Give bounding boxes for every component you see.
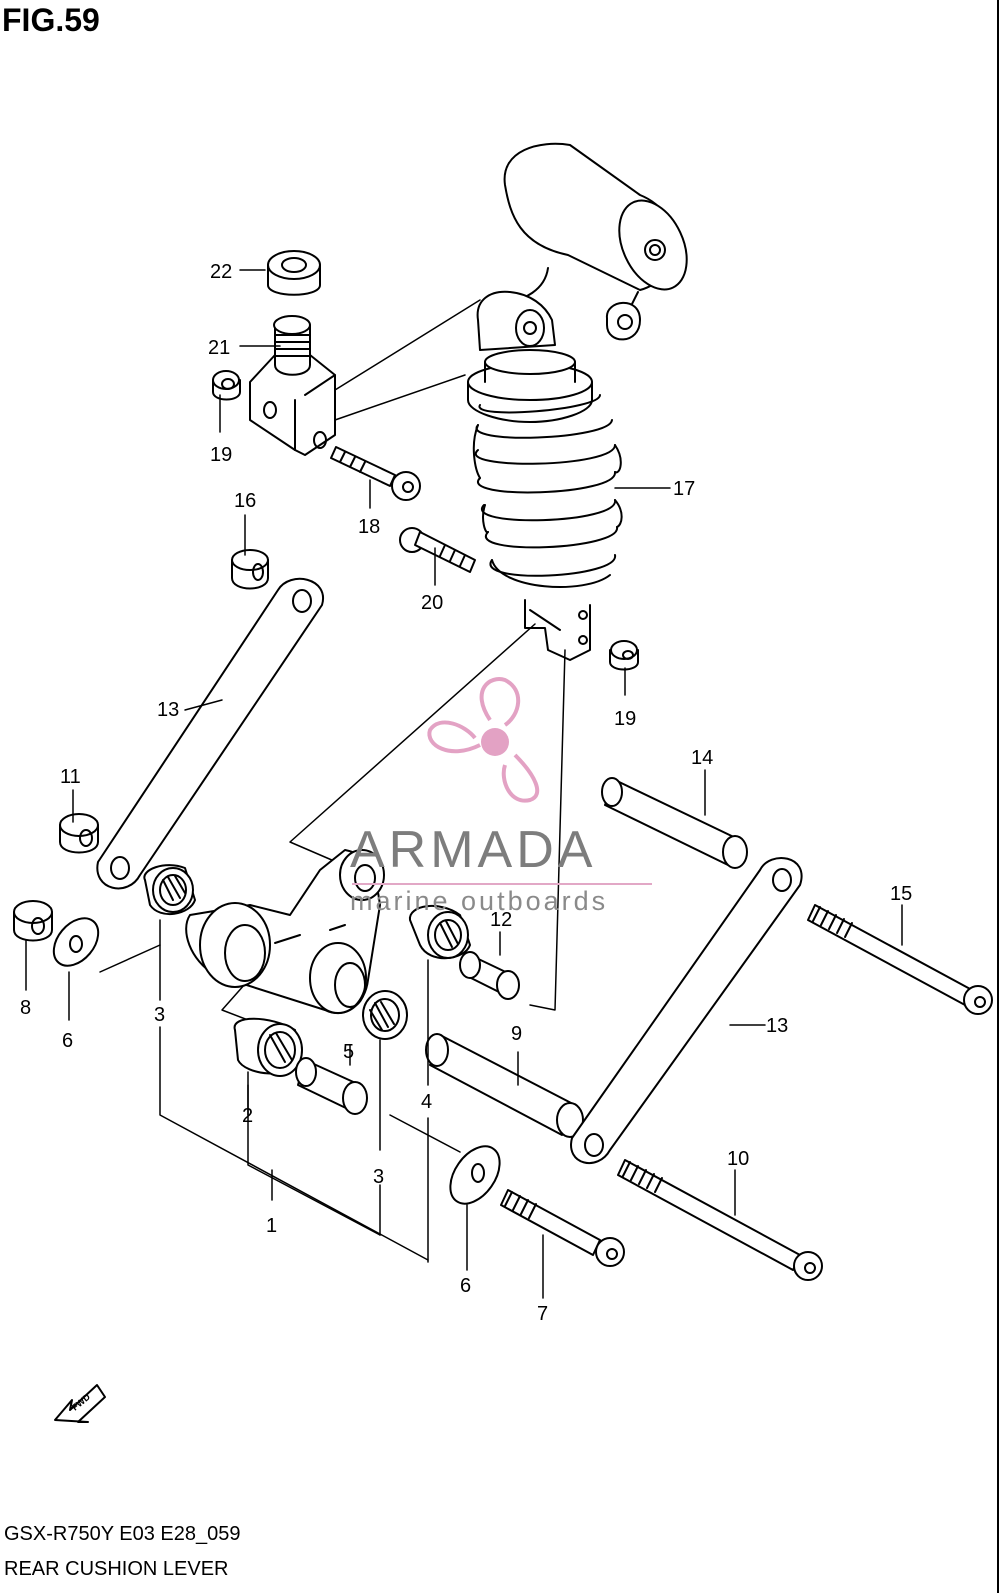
part-20-bolt [399,527,476,573]
watermark-tagline: marine outboards [350,886,609,916]
part-3-bearing-right [409,904,471,960]
part-11-nut [59,813,99,854]
callout-22: 22 [210,261,232,283]
part-7-bolt [500,1189,625,1267]
callout-13-right: 13 [766,1015,788,1037]
callout-16: 16 [234,490,256,512]
part-19-nut-upper [212,370,241,401]
part-13-rod-right [570,857,803,1165]
callout-leaders [25,269,903,1299]
callout-6-lower: 6 [460,1275,471,1297]
part-19-nut-lower [609,640,639,671]
shock-absorber [467,290,623,661]
callout-19-lower: 19 [614,708,636,730]
callout-1: 1 [266,1215,277,1237]
callout-13-left: 13 [157,699,179,721]
part-6-washer-lower [449,1145,501,1205]
callout-9: 9 [511,1023,522,1045]
callout-12: 12 [490,909,512,931]
callout-6-left: 6 [62,1030,73,1052]
part-4-cushion-lever [185,849,385,1015]
watermark-divider [352,883,652,885]
fwd-arrow-icon: FWD [54,1384,106,1423]
callout-3-lower: 3 [373,1166,384,1188]
callout-3-left: 3 [154,1004,165,1026]
part-15-bolt [807,904,993,1015]
part-2-bearing [233,1017,303,1077]
part-10-bolt [617,1159,823,1281]
callout-10: 10 [727,1148,749,1170]
part-3-bearing-center [362,990,408,1040]
part-22-nut [267,250,321,296]
part-9-collar [425,1033,584,1138]
armada-propeller-logo-icon [427,677,540,803]
model-code: GSX-R750Y E03 E28_059 [4,1523,241,1545]
part-14-collar [601,777,748,869]
callout-20: 20 [421,592,443,614]
callout-labels: 22 21 19 18 16 17 20 19 13 11 14 15 12 8… [20,261,912,1325]
page-border [997,0,999,1593]
part-13-rod-left [96,577,325,890]
part-8-nut [13,900,53,942]
callout-5: 5 [343,1041,354,1063]
callout-7: 7 [537,1303,548,1325]
part-12-collar [459,951,520,1000]
watermark-brand: ARMADA [350,821,597,879]
callout-11: 11 [60,766,81,788]
callout-19-upper: 19 [210,444,232,466]
callout-8: 8 [20,997,31,1019]
part-18-bolt [330,446,421,501]
figure-title: FIG.59 [2,2,100,38]
part-16-nut [231,549,269,590]
part-5-collar [295,1057,368,1115]
callout-18: 18 [358,516,380,538]
callout-15: 15 [890,883,912,905]
callout-17: 17 [673,478,695,500]
section-name: REAR CUSHION LEVER [4,1558,229,1580]
callout-14: 14 [691,747,713,769]
part-3-bearing-left [143,864,196,916]
part-21-bracket [249,315,336,456]
part-6-washer-left [52,917,100,967]
callout-21: 21 [208,337,230,359]
callout-2: 2 [242,1105,253,1127]
callout-4: 4 [421,1091,432,1113]
